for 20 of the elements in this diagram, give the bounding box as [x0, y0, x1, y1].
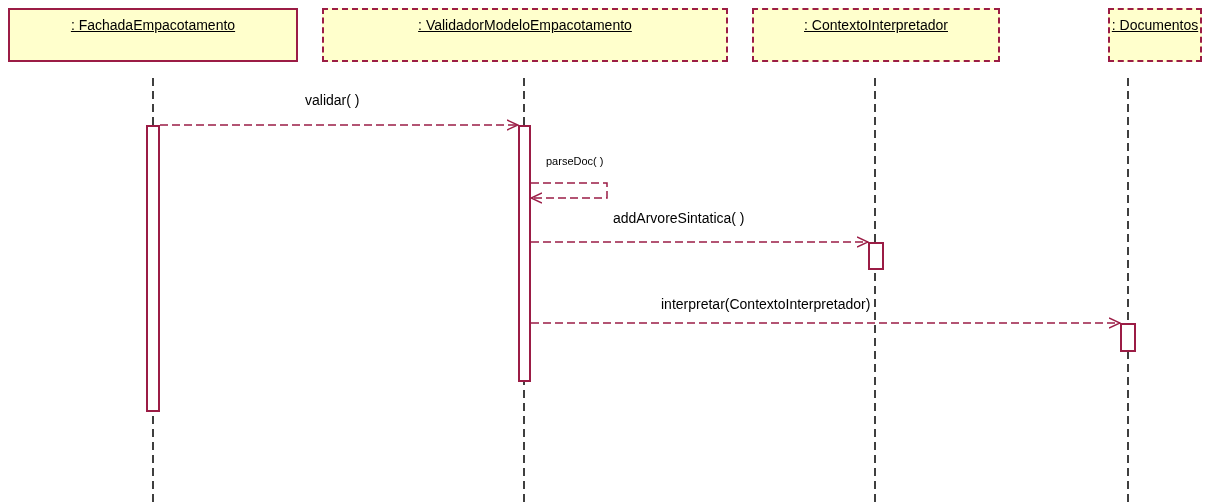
activation-bar: [146, 125, 160, 412]
object-box: [322, 8, 728, 62]
activation-bar: [868, 242, 884, 270]
object-box: [8, 8, 298, 62]
object-box: [1108, 8, 1202, 62]
message-label: validar( ): [304, 93, 361, 108]
activation-bar: [518, 125, 531, 382]
message-arrow: [530, 182, 608, 204]
object-name: : ContextoInterpretador: [803, 17, 949, 33]
message-arrow: [530, 317, 1121, 329]
message-label: parseDoc( ): [545, 154, 605, 169]
message-label: interpretar(ContextoInterpretador): [660, 297, 872, 312]
message-arrow: [530, 236, 869, 248]
activation-bar: [1120, 323, 1136, 352]
message-arrow: [159, 119, 519, 131]
object-box: [752, 8, 1000, 62]
object-name: : Documentos: [1110, 17, 1200, 33]
message-label: addArvoreSintatica( ): [612, 211, 746, 226]
object-name: : ValidadorModeloEmpacotamento: [417, 17, 633, 33]
object-name: : FachadaEmpacotamento: [69, 17, 237, 33]
